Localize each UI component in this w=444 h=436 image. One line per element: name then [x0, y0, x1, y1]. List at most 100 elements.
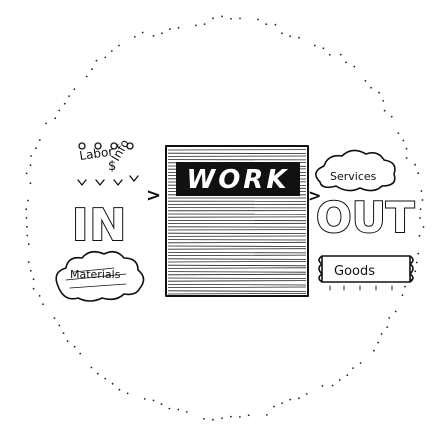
input-group: Labor $ Info IN > Materials [56, 137, 161, 301]
border-dot [111, 50, 113, 52]
border-dot [127, 393, 129, 395]
border-dot [314, 45, 316, 47]
border-dot [422, 199, 424, 201]
border-dot [345, 62, 347, 64]
border-dot [74, 88, 76, 90]
border-dot [419, 235, 421, 237]
border-dot [230, 18, 232, 20]
border-dot [161, 403, 163, 405]
border-dot [378, 92, 380, 94]
border-dot [391, 116, 393, 118]
border-dot [384, 110, 386, 112]
border-dot [112, 383, 114, 385]
border-dot [42, 303, 44, 305]
materials-cloud: Materials [56, 252, 143, 301]
border-dot [178, 27, 180, 29]
border-dot [406, 148, 408, 150]
border-dot [28, 243, 30, 245]
border-dot [26, 235, 28, 237]
border-dot [45, 123, 47, 125]
hatch-line [168, 252, 306, 253]
border-dot [395, 311, 397, 313]
border-dot [239, 416, 241, 418]
border-dot [273, 406, 275, 408]
hatch-line [168, 291, 306, 292]
hatch-line [168, 284, 306, 285]
border-dot [25, 208, 27, 210]
hatch-line [168, 278, 306, 279]
border-dot [212, 17, 214, 19]
border-dot [35, 147, 37, 149]
border-dot [421, 190, 423, 192]
border-dot [352, 367, 354, 369]
border-dot [306, 393, 308, 395]
border-dot [388, 317, 390, 319]
border-dot [39, 295, 41, 297]
hatch-line [168, 261, 306, 262]
border-dot [377, 342, 379, 344]
border-dot [414, 164, 416, 166]
hatch-line [168, 272, 306, 273]
border-dot [33, 278, 35, 280]
border-dot [212, 419, 214, 421]
border-dot [195, 25, 197, 27]
border-dot [397, 132, 399, 134]
border-dot [420, 208, 422, 210]
border-dot [203, 418, 205, 420]
work-label: WORK [187, 165, 290, 195]
services-label: Services [330, 170, 377, 183]
border-dot [67, 340, 69, 342]
border-dot [26, 226, 28, 228]
border-dot [153, 35, 155, 37]
border-dot [28, 261, 30, 263]
border-dot [153, 400, 155, 402]
border-dot [58, 110, 60, 112]
border-dot [58, 325, 60, 327]
border-dot [39, 139, 41, 141]
border-dot [381, 333, 383, 335]
border-dot [281, 402, 283, 404]
hatch-line [168, 249, 306, 250]
border-dot [402, 294, 404, 296]
border-dot [30, 270, 32, 272]
border-dot [221, 417, 223, 419]
border-dot [322, 385, 324, 387]
hatch-line [168, 242, 306, 243]
border-dot [416, 262, 418, 264]
border-dot [86, 76, 88, 78]
border-dot [353, 66, 355, 68]
hatch-line [168, 246, 306, 247]
services-cloud: Services [316, 150, 395, 190]
hatch-line [168, 268, 306, 269]
border-dot [68, 95, 70, 97]
border-dot [33, 288, 35, 290]
hatch-line [168, 255, 306, 256]
arrow-in-to-work-icon: > [146, 185, 161, 206]
border-dot [30, 182, 32, 184]
border-dot [54, 317, 56, 319]
goods-label: Goods [334, 264, 375, 279]
border-dot [54, 117, 56, 119]
work-block: WORK [166, 146, 308, 296]
border-dot [119, 389, 121, 391]
border-dot [91, 68, 93, 70]
border-dot [169, 408, 171, 410]
border-dot [239, 18, 241, 20]
border-dot [370, 87, 372, 89]
border-dot [97, 373, 99, 375]
border-dot [340, 54, 342, 56]
border-dot [257, 19, 259, 21]
border-dot [30, 155, 32, 157]
border-dot [204, 23, 206, 25]
border-dot [417, 172, 419, 174]
border-dot [266, 414, 268, 416]
border-dot [265, 23, 267, 25]
border-dot [30, 164, 32, 166]
border-dot [63, 332, 65, 334]
materials-label: Materials [70, 268, 121, 281]
border-dot [281, 32, 283, 34]
border-dot [91, 367, 93, 369]
border-dot [339, 379, 341, 381]
border-dot [423, 226, 425, 228]
